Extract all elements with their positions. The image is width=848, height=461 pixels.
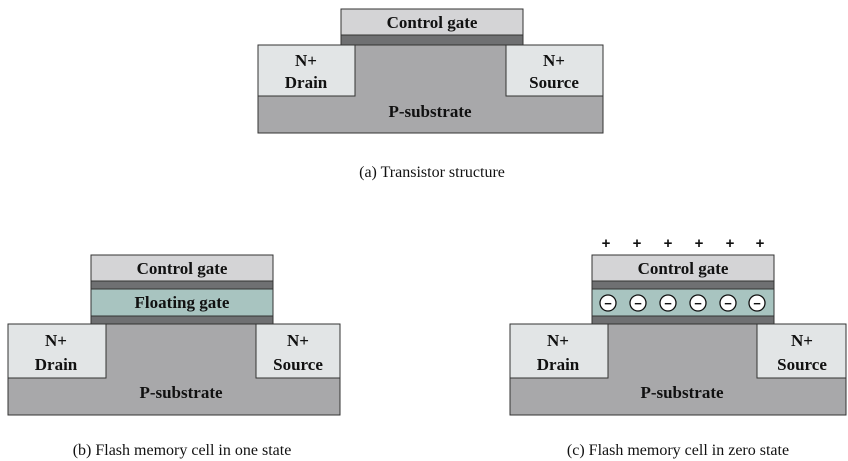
a-substrate-label: P-substrate <box>388 102 472 121</box>
b-source-region <box>255 323 341 379</box>
c-drain-region <box>509 323 609 379</box>
c-electrons: − − − − − − <box>599 294 766 312</box>
b-caption: (b) Flash memory cell in one state <box>73 442 292 459</box>
c-control-gate <box>591 254 775 282</box>
b-lower-oxide-layer <box>90 315 274 325</box>
c-positive-charge: + <box>756 235 765 252</box>
c-upper-oxide-layer <box>591 280 775 290</box>
diagram-b-one-state: Control gate Floating gate N+ Drain N+ S… <box>7 254 341 459</box>
a-source-region <box>505 44 604 97</box>
a-drain-label: Drain <box>285 73 328 92</box>
a-oxide-layer <box>340 34 524 46</box>
c-negative-charge: − <box>664 296 672 311</box>
a-caption: (a) Transistor structure <box>359 164 505 181</box>
b-floating-gate <box>90 288 274 317</box>
c-electron-icon <box>689 294 707 312</box>
c-negative-charge: − <box>753 296 761 311</box>
diagram-a-transistor: Control gate N+ Drain N+ Source P-substr… <box>257 8 604 181</box>
c-positive-charge: + <box>726 235 735 252</box>
a-control-gate <box>340 8 524 36</box>
c-source-label-top: N+ <box>791 331 813 350</box>
c-positive-charge: + <box>602 235 611 252</box>
b-substrate-label: P-substrate <box>139 383 223 402</box>
c-negative-charge: − <box>694 296 702 311</box>
c-negative-charge: − <box>724 296 732 311</box>
b-source-label-top: N+ <box>287 331 309 350</box>
c-floating-gate <box>591 288 775 317</box>
c-source-label: Source <box>777 355 827 374</box>
a-drain-region <box>257 44 356 97</box>
c-positive-charge: + <box>695 235 704 252</box>
a-drain-label-top: N+ <box>295 51 317 70</box>
c-electron-icon <box>599 294 617 312</box>
b-control-gate-label: Control gate <box>137 259 228 278</box>
c-electron-icon <box>629 294 647 312</box>
b-upper-oxide-layer <box>90 280 274 290</box>
a-source-label: Source <box>529 73 579 92</box>
c-negative-charge: − <box>604 296 612 311</box>
c-drain-label-top: N+ <box>547 331 569 350</box>
diagram-c-zero-state: + + + + + + − − − − − − Control gate N+ … <box>509 235 847 459</box>
c-electron-icon <box>719 294 737 312</box>
b-floating-gate-label: Floating gate <box>135 293 230 312</box>
b-control-gate <box>90 254 274 282</box>
b-drain-region <box>7 323 107 379</box>
a-source-label-top: N+ <box>543 51 565 70</box>
c-substrate-label: P-substrate <box>640 383 724 402</box>
c-caption: (c) Flash memory cell in zero state <box>567 442 789 459</box>
c-positive-charge: + <box>633 235 642 252</box>
c-source-region <box>756 323 847 379</box>
b-drain-label-top: N+ <box>45 331 67 350</box>
c-positive-charge: + <box>664 235 673 252</box>
b-source-label: Source <box>273 355 323 374</box>
c-negative-charge: − <box>634 296 642 311</box>
c-electron-icon <box>659 294 677 312</box>
b-drain-label: Drain <box>35 355 78 374</box>
c-electron-icon <box>748 294 766 312</box>
c-drain-label: Drain <box>537 355 580 374</box>
c-lower-oxide-layer <box>591 315 775 325</box>
a-control-gate-label: Control gate <box>387 13 478 32</box>
c-control-gate-label: Control gate <box>638 259 729 278</box>
